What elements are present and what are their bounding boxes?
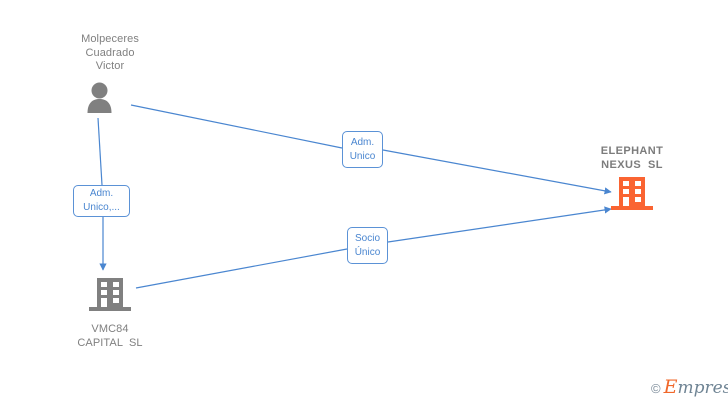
watermark-brand-rest: mpresia — [677, 378, 728, 398]
person-icon — [30, 81, 190, 118]
edge-label-line-2: Unico,... — [83, 202, 120, 213]
edge-label-line-1: Adm. — [89, 188, 114, 199]
edge-label-socio-unico[interactable]: Socio Único — [347, 227, 388, 264]
node-person-label-line-3: Victor — [95, 60, 125, 72]
watermark: © Empresia — [651, 376, 728, 398]
watermark-brand-initial: E — [663, 376, 678, 398]
edge-label-line-1: Socio — [354, 232, 380, 244]
node-vmc84-label-line-1: VMC84 — [91, 323, 129, 335]
building-icon — [552, 177, 712, 218]
node-person-label-line-2: Cuadrado — [85, 46, 135, 59]
node-vmc84-label-line-2: CAPITAL SL — [77, 336, 143, 349]
node-vmc84[interactable]: VMC84 CAPITAL SL — [30, 278, 190, 350]
node-person-label-line-1: Molpeceres — [81, 33, 139, 45]
edge-label-adm-unico-elephant[interactable]: Adm. Unico — [342, 131, 383, 168]
edge-label-line-2: Único — [354, 246, 381, 258]
node-elephant-label-line-2: NEXUS SL — [601, 158, 663, 171]
watermark-brand: Empresia — [663, 376, 728, 398]
edge-person-to-elephant-left — [130, 104, 343, 149]
node-elephant-label-line-1: ELEPHANT — [600, 145, 664, 157]
edge-vmc84-to-elephant-right — [387, 206, 612, 243]
edge-label-line-1: Adm. — [350, 136, 375, 148]
edge-label-adm-unico-vmc84[interactable]: Adm. Unico,... — [73, 185, 130, 217]
node-person[interactable]: Molpeceres Cuadrado Victor — [30, 33, 190, 118]
edge-label-line-2: Unico — [349, 150, 376, 162]
edge-person-to-elephant-right — [382, 149, 612, 195]
edge-vmc84-to-elephant-left — [135, 248, 348, 289]
building-icon — [30, 278, 190, 319]
node-elephant-nexus[interactable]: ELEPHANT NEXUS SL — [552, 145, 712, 218]
edge-person-to-vmc84-upper — [97, 117, 103, 186]
copyright-icon: © — [651, 380, 661, 396]
